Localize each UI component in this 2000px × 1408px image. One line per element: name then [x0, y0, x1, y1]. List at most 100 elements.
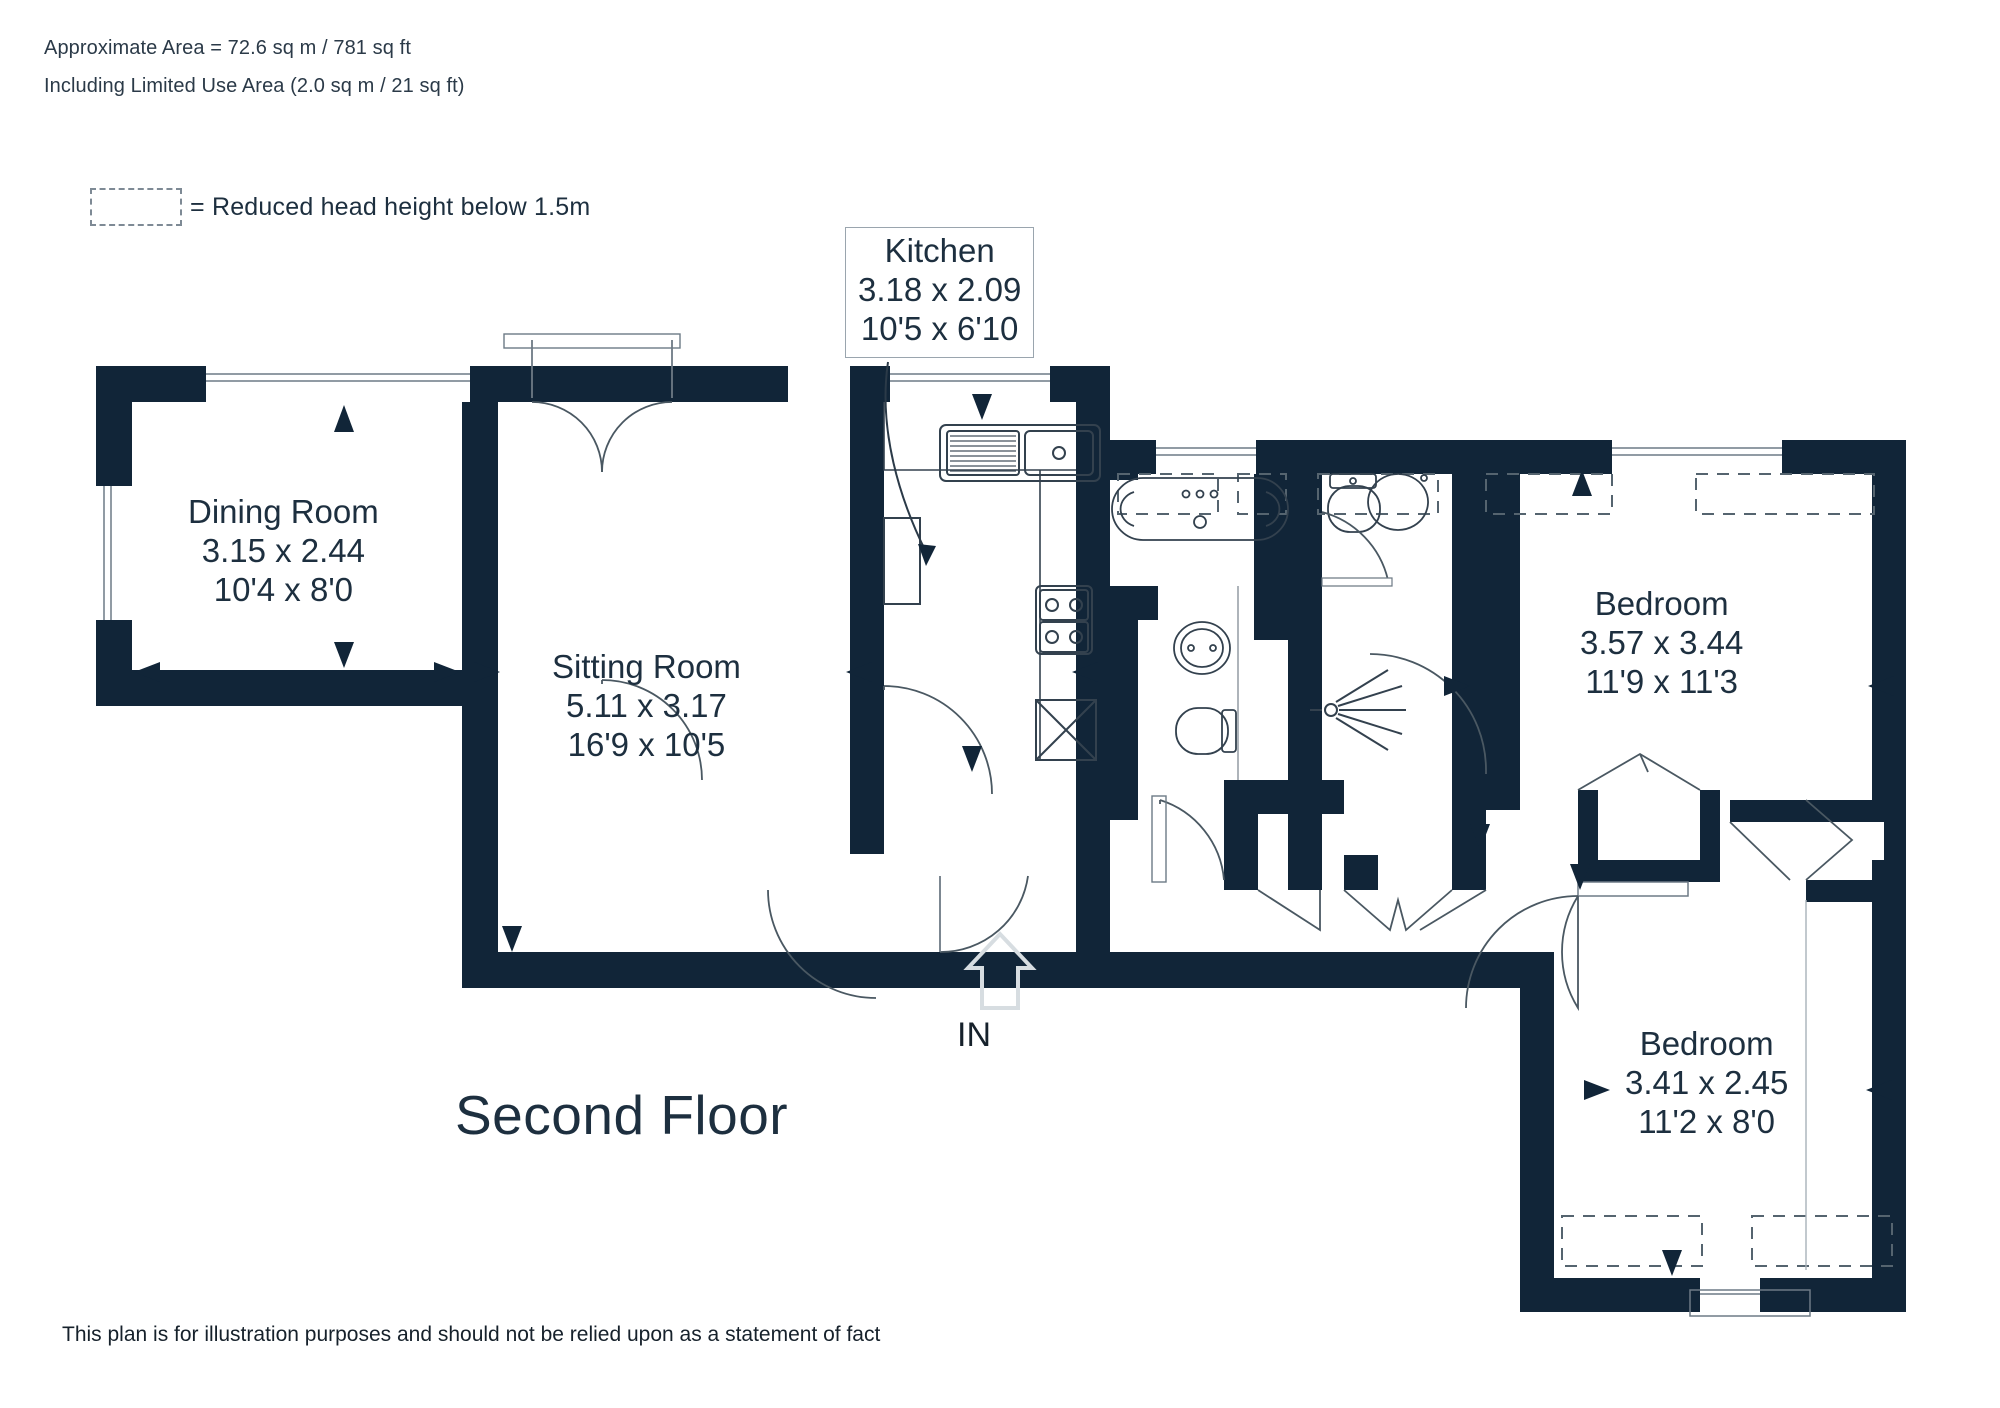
- dashed-zone-bath-right: [1237, 473, 1287, 515]
- wall-bed2-left: [1520, 952, 1554, 1312]
- basin-tap-2: [1209, 644, 1217, 652]
- dim-arrow-bed2-left: [1584, 1080, 1610, 1100]
- bathtub-icon: [1111, 477, 1289, 541]
- window-dining-left: [96, 486, 132, 620]
- hob-burner-2: [1069, 598, 1083, 612]
- appliance-x2: [1035, 699, 1097, 761]
- dim-arrow-kitchen-bottom: [962, 746, 982, 772]
- bathtub-tap-1: [1181, 489, 1191, 499]
- dim-arrow-bed2-bottom: [1662, 1250, 1682, 1276]
- wc-basin-icon: [1367, 473, 1429, 531]
- wc-cistern: [1329, 473, 1377, 489]
- kitchen-name: Kitchen: [884, 232, 995, 269]
- dim-arrow-bed2-closet: [1570, 864, 1590, 890]
- bathtub-tap-2: [1195, 489, 1205, 499]
- basin-tap-1: [1187, 644, 1195, 652]
- approximate-area-text: Approximate Area = 72.6 sq m / 781 sq ft: [44, 37, 411, 59]
- bedroom-1-metric-dims: 3.57 x 3.44: [1580, 623, 1744, 661]
- sitting-room-metric-dims: 5.11 x 3.17: [566, 686, 727, 724]
- dim-arrow-dining-br: [434, 662, 460, 682]
- closet2-edge: [1729, 821, 1791, 881]
- wall-bed2-bottom-right: [1760, 1278, 1906, 1312]
- wall-bed2-bottom-left: [1520, 1278, 1700, 1312]
- dim-arrow-bed1-left: [1444, 676, 1470, 696]
- windows-group: [96, 366, 1811, 1317]
- wall-ensuite-bl: [1288, 780, 1322, 890]
- window-bath-top: [1156, 440, 1256, 474]
- dashed-zone-bed1-left: [1485, 473, 1613, 515]
- reduced-head-height-zones: [1117, 473, 1893, 1267]
- door-frame-bathroom: [1151, 795, 1167, 883]
- wall-closet-bottom: [1578, 860, 1708, 882]
- entrance-in-label: IN: [957, 1016, 991, 1054]
- cupboard-door-1: [1257, 889, 1321, 932]
- disclaimer-text: This plan is for illustration purposes a…: [62, 1323, 881, 1346]
- bathtub-drain: [1193, 515, 1207, 529]
- dim-arrow-bed1-right: [1868, 676, 1894, 696]
- wall-bath-bottom: [1224, 780, 1344, 814]
- kitchen-drainer-grooves: [950, 435, 1016, 472]
- kitchen-sink-drain: [1052, 446, 1066, 460]
- bathtub-inner-left: [1119, 491, 1135, 527]
- washbasin-inner: [1180, 628, 1224, 668]
- dining-room-metric-dims: 3.15 x 2.44: [201, 531, 366, 569]
- door-swing-dining-a: [531, 401, 603, 473]
- dim-arrow-dining-bl: [134, 662, 160, 682]
- dining-room-name: Dining Room: [188, 493, 379, 530]
- bedroom-2-metric-dims: 3.41 x 2.45: [1625, 1063, 1789, 1101]
- dim-arrow-kitchen-top: [972, 394, 992, 420]
- bathtub-inner-right: [1265, 491, 1281, 527]
- cupboard-door-3: [1419, 889, 1487, 931]
- door-swing-bed2: [1561, 895, 1579, 1012]
- wall-closet-right: [1700, 790, 1720, 882]
- dim-arrow-dining-bottom: [334, 642, 354, 668]
- dim-arrow-bed2-hall: [1470, 824, 1490, 850]
- kitchen-sink-with-drainer-icon: [939, 424, 1101, 482]
- door-swings: [503, 333, 1854, 1270]
- bedroom-1-name: Bedroom: [1594, 585, 1729, 622]
- wc-toilet-icon: [1327, 485, 1381, 533]
- dashed-zone-bed2-right: [1751, 1215, 1893, 1267]
- door-threshold-ensuite: [1321, 577, 1393, 587]
- wall-cupboard-div-3: [1452, 855, 1486, 890]
- room-label-sitting-room: Sitting Room 5.11 x 3.17 16'9 x 10'5: [552, 648, 741, 765]
- wall-bath-left-lower: [1104, 586, 1138, 820]
- dim-arrow-sitting-bottom: [502, 926, 522, 952]
- wall-dining-left-upper: [96, 366, 132, 486]
- dim-arrow-dining-top: [334, 405, 354, 432]
- window-kitchen-top: [890, 366, 1050, 402]
- wall-cupboard-div-2: [1344, 855, 1378, 890]
- kitchen-sink-bowl: [1024, 430, 1094, 476]
- wall-bed1-left: [1486, 440, 1520, 770]
- wall-corridor-bottom: [940, 952, 1554, 988]
- dining-room-imperial-dims: 10'4 x 8'0: [213, 570, 353, 608]
- bedroom-2-imperial-dims: 11'2 x 8'0: [1638, 1102, 1776, 1140]
- closet2-door: [1805, 799, 1854, 881]
- kitchen-appliance-icon: [1035, 699, 1097, 761]
- door-swing-entrance: [939, 875, 1029, 953]
- header-area: Approximate Area = 72.6 sq m / 781 sq ft…: [44, 38, 1044, 114]
- room-label-bedroom-1: Bedroom 3.57 x 3.44 11'9 x 11'3: [1580, 585, 1743, 702]
- room-label-bedroom-2: Bedroom 3.41 x 2.45 11'2 x 8'0: [1625, 1025, 1788, 1142]
- kitchen-leader-arrowhead: [918, 544, 936, 566]
- door-swing-kitchen: [883, 685, 993, 795]
- hob-burner-1: [1045, 598, 1059, 612]
- hob-burner-3: [1045, 630, 1059, 644]
- dim-arrow-kitchen-right: [1072, 662, 1098, 682]
- legend: = Reduced head height below 1.5m: [90, 188, 590, 226]
- dim-arrow-sitting-left: [474, 662, 500, 682]
- window-bed2-bottom: [1700, 1278, 1760, 1312]
- entrance-up-arrow-icon: [963, 931, 1037, 1010]
- bedroom-2-name: Bedroom: [1639, 1025, 1774, 1062]
- wall-sitting-top-a: [490, 366, 532, 402]
- kitchen-counter-outline-top: [883, 402, 1076, 471]
- window-dining-top: [206, 366, 470, 402]
- wall-sitting-bottom-left: [462, 952, 940, 988]
- kitchen-counter-outline-right: [1039, 470, 1076, 761]
- wall-closet-left: [1578, 790, 1598, 870]
- limited-use-area-text: Including Limited Use Area (2.0 sq m / 2…: [44, 75, 465, 97]
- toilet-cistern: [1221, 709, 1237, 753]
- door-swing-ensuite: [1321, 511, 1389, 581]
- dim-arrow-sitting-right: [846, 662, 872, 682]
